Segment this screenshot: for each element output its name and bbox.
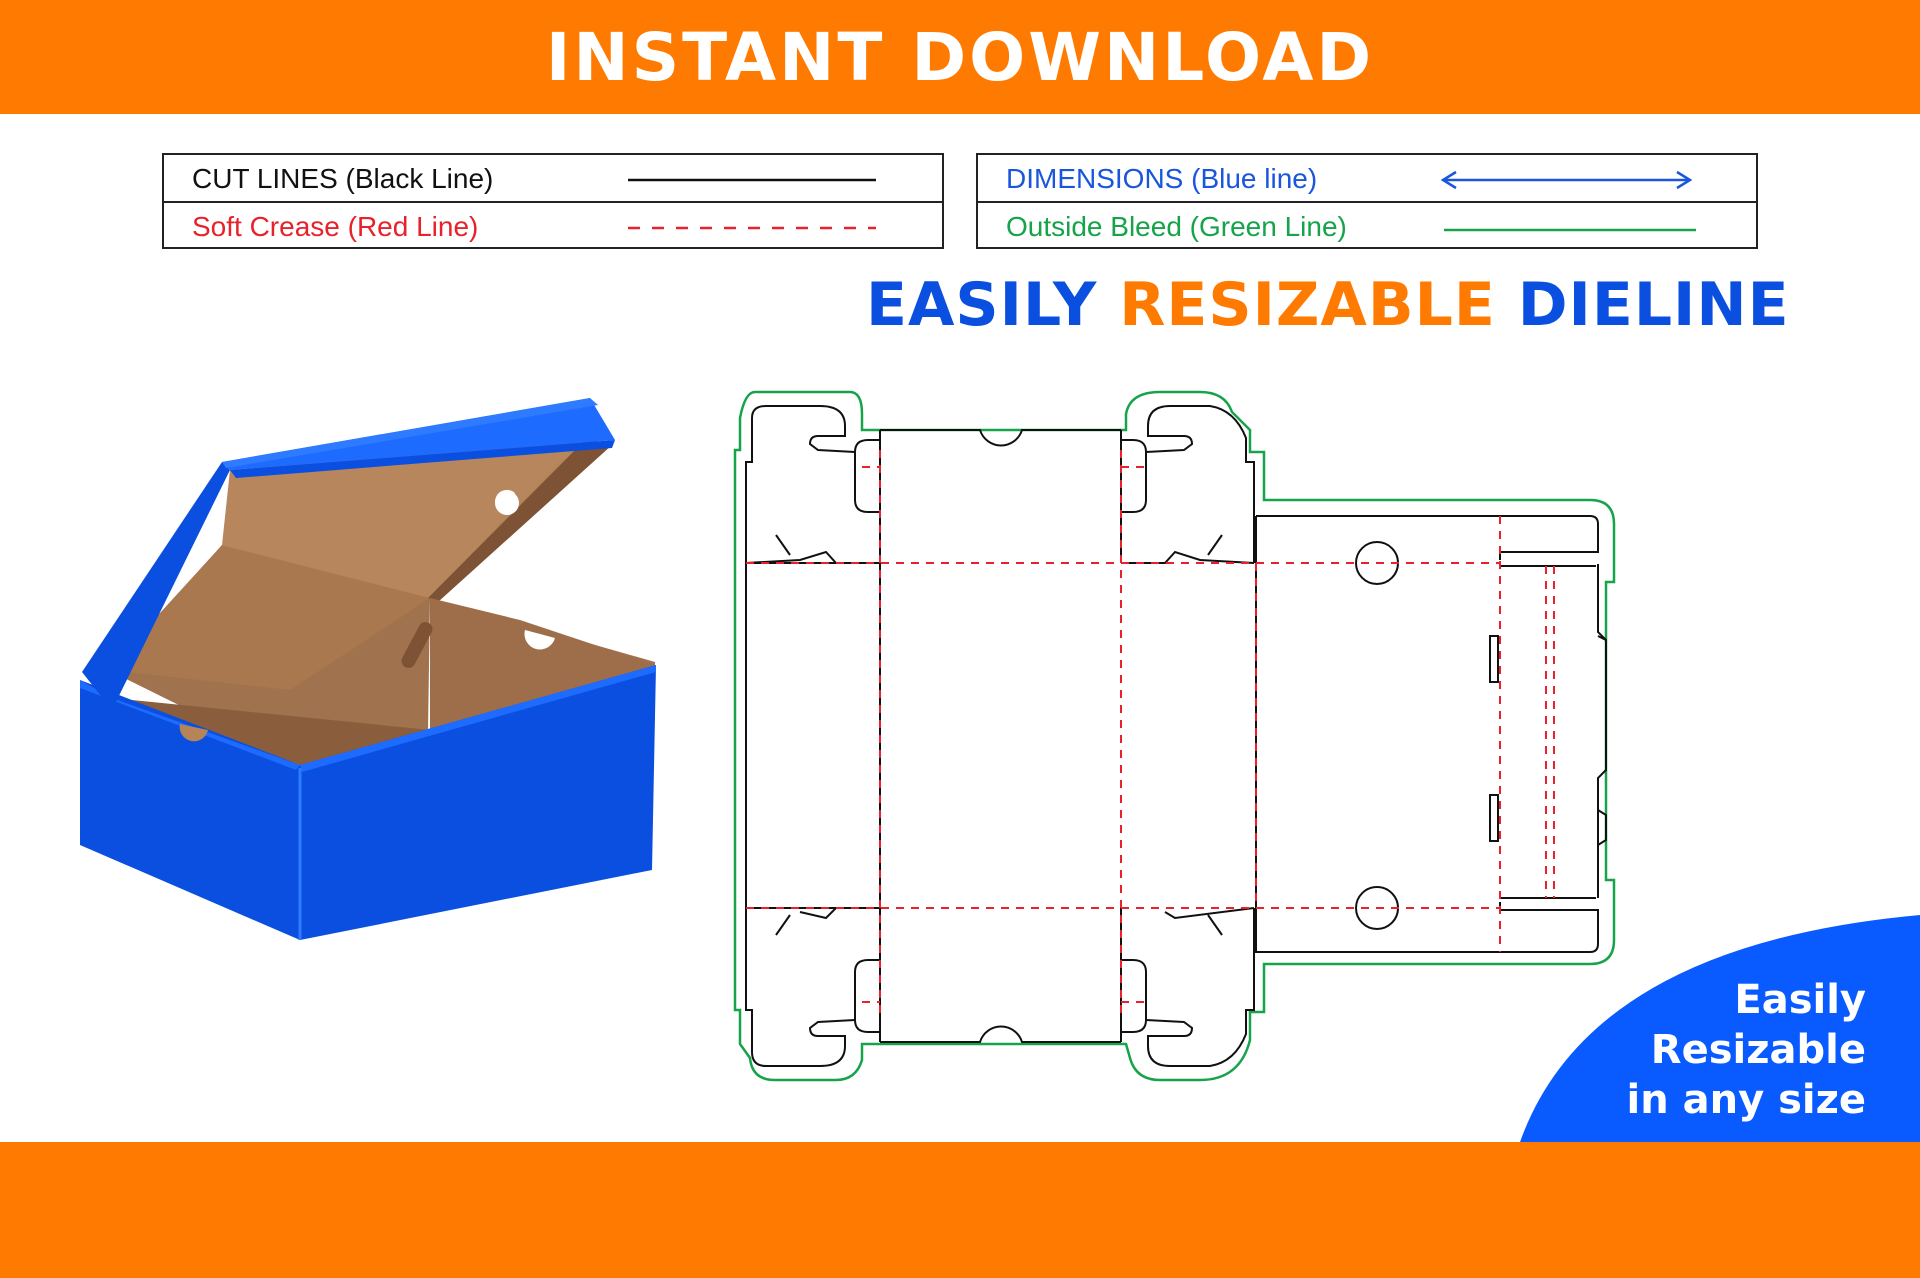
legend-box-right: DIMENSIONS (Blue line) Outside Bleed (Gr… [976, 153, 1758, 249]
headline: EASILY RESIZABLE DIELINE [866, 270, 1790, 340]
resizable-badge-shape [1520, 915, 1920, 1142]
headline-word-resizable: RESIZABLE [1119, 270, 1496, 340]
legend-row-dimensions: DIMENSIONS (Blue line) [978, 155, 1756, 203]
bleed-outline [733, 390, 1616, 1082]
badge-line-2: Resizable [1650, 1027, 1866, 1073]
legend-label-cut: CUT LINES (Black Line) [192, 163, 494, 194]
headline-word-easily: EASILY [866, 270, 1098, 340]
resizable-badge-text: Easily Resizable in any size [1626, 975, 1866, 1125]
legend-box-left: CUT LINES (Black Line) Soft Crease (Red … [162, 153, 944, 249]
headline-word-dieline: DIELINE [1517, 270, 1790, 340]
legend-row-crease: Soft Crease (Red Line) [164, 203, 942, 251]
banner-title: INSTANT DOWNLOAD [545, 18, 1375, 96]
crease-line-sample [628, 226, 876, 230]
legend-row-cut: CUT LINES (Black Line) [164, 155, 942, 203]
bleed-line-sample [1444, 228, 1696, 232]
top-banner: INSTANT DOWNLOAD [0, 0, 1920, 114]
badge-line-1: Easily [1734, 977, 1866, 1023]
legend-label-dimensions: DIMENSIONS (Blue line) [1006, 163, 1318, 194]
badge-line-3: in any size [1626, 1077, 1866, 1123]
legend-row-bleed: Outside Bleed (Green Line) [978, 203, 1756, 251]
legend-label-crease: Soft Crease (Red Line) [192, 211, 479, 242]
dimension-arrow-sample [1440, 170, 1693, 190]
cut-line-sample [628, 178, 876, 182]
bottom-banner [0, 1142, 1920, 1278]
legend-label-bleed: Outside Bleed (Green Line) [1006, 211, 1347, 242]
